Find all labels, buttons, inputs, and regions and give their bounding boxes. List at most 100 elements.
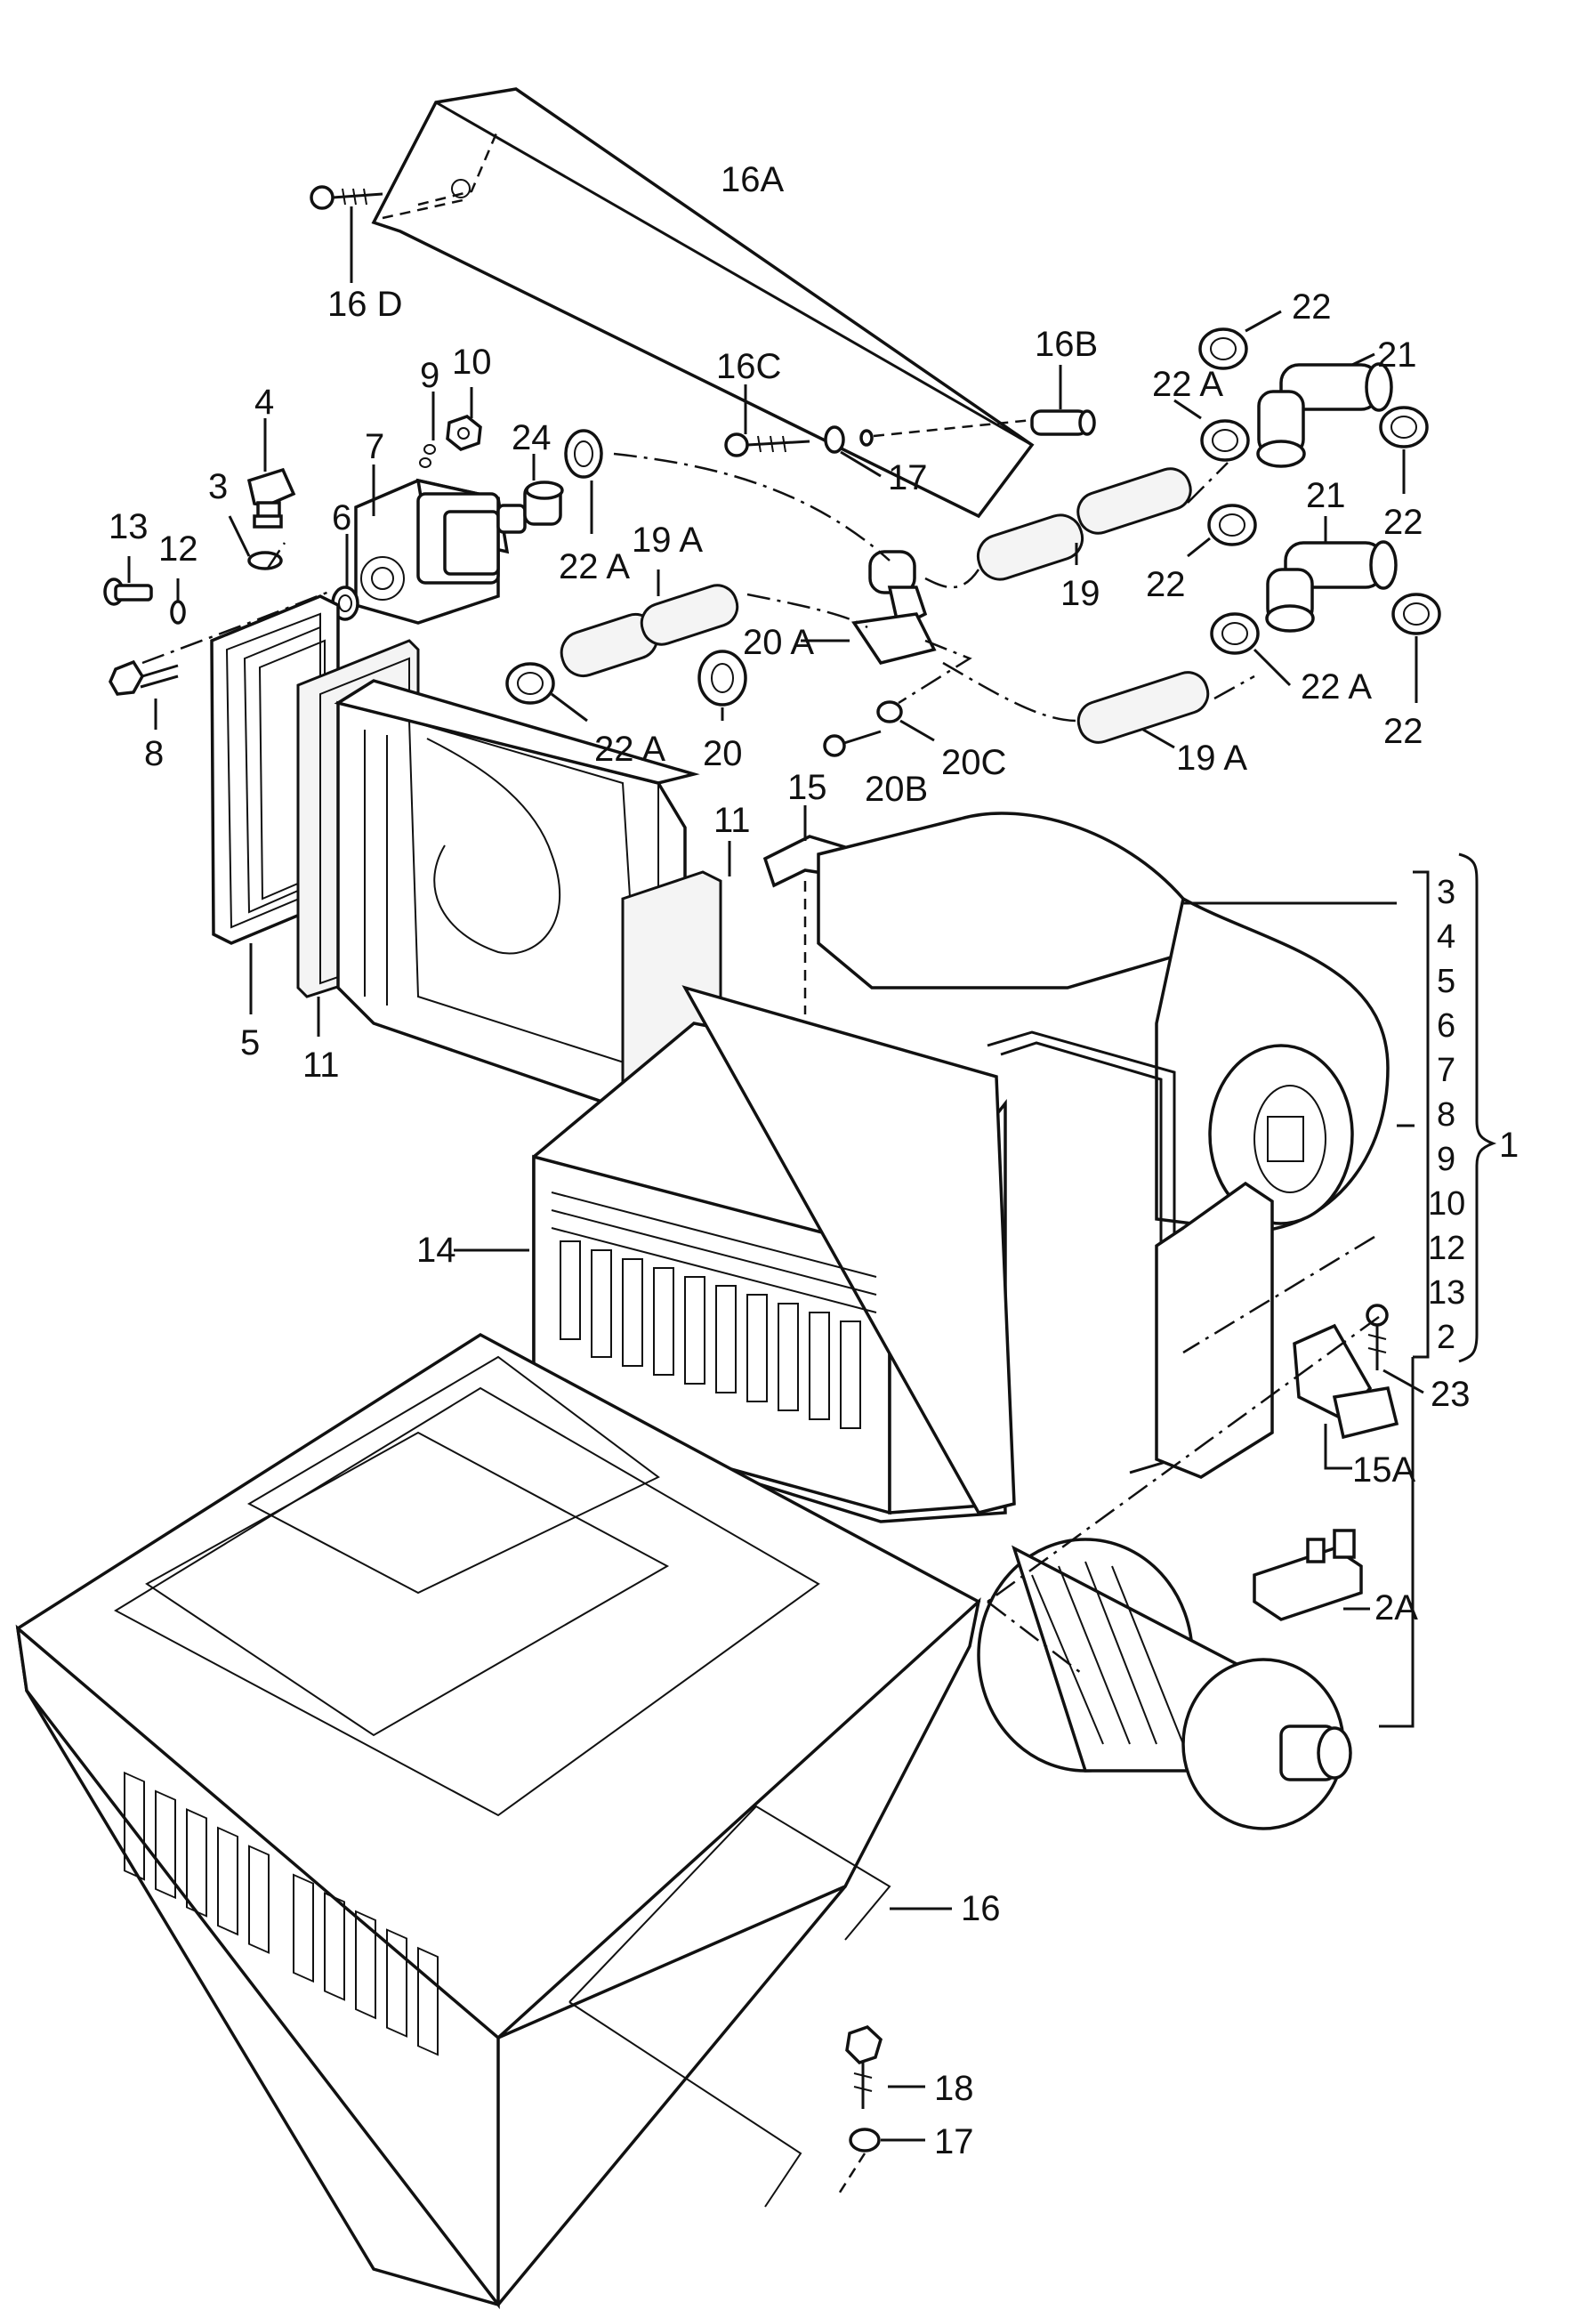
callout-3: 3	[208, 467, 228, 506]
pin-16B	[1030, 409, 1096, 436]
callout-20C: 20C	[941, 743, 1006, 782]
callout-16D: 16 D	[327, 285, 403, 324]
assembly-item: 8	[1437, 1096, 1455, 1134]
callout-16A: 16A	[721, 160, 784, 199]
callout-21-top: 21	[1377, 335, 1417, 375]
callout-1: 1	[1499, 1126, 1519, 1165]
callout-18: 18	[934, 2069, 974, 2108]
callout-17-top: 17	[888, 458, 928, 497]
callout-10: 10	[452, 343, 492, 382]
callout-19: 19	[1060, 574, 1100, 613]
callout-4: 4	[254, 383, 274, 422]
bolt-8	[109, 659, 179, 696]
washer-17-bottom	[849, 2128, 881, 2152]
assembly-bracket-1	[1183, 852, 1497, 1728]
clamp-22A-upper-left	[1200, 419, 1250, 462]
clamp-22-lower-right	[1391, 593, 1441, 635]
assembly-item: 4	[1437, 918, 1455, 956]
clamp-22-upper-top	[1198, 327, 1248, 370]
callout-5: 5	[240, 1023, 260, 1062]
callout-labels: 16A 16 D 16B 16C 17 22 21 22 A 22 21 22 …	[109, 160, 1519, 2161]
screw-16D	[310, 185, 383, 210]
seal-frame-right	[987, 1030, 1176, 1474]
resistor-2A	[1253, 1529, 1363, 1621]
callout-22A-top: 22 A	[1152, 365, 1223, 404]
callout-8: 8	[144, 734, 164, 773]
callout-20: 20	[703, 734, 743, 773]
callout-11-left: 11	[302, 1046, 340, 1085]
grommet-20	[697, 650, 747, 707]
assembly-item: 13	[1428, 1274, 1465, 1312]
plug-4	[246, 467, 296, 529]
callout-16: 16	[961, 1889, 1001, 1928]
screw-16C	[724, 425, 874, 457]
bolt-13	[103, 578, 153, 606]
assembly-item: 12	[1428, 1230, 1465, 1267]
hose-19	[976, 467, 1192, 581]
nut-10	[446, 415, 482, 451]
screw-23	[1366, 1304, 1389, 1370]
assembly-item: 2	[1437, 1319, 1455, 1356]
callout-22-top: 22	[1292, 287, 1332, 327]
callout-13: 13	[109, 507, 149, 546]
callout-6: 6	[332, 498, 351, 537]
hose-19A-right	[1076, 671, 1210, 744]
callout-20A: 20 A	[743, 623, 814, 662]
t-piece-21-lower	[1265, 540, 1398, 633]
callout-17-bottom: 17	[934, 2122, 974, 2161]
duct-cover-16A	[371, 87, 1035, 519]
callout-22-right-1: 22	[1383, 503, 1423, 542]
washer-20C	[876, 700, 903, 723]
callout-15A: 15A	[1352, 1450, 1415, 1490]
clamp-22-lower-top	[1207, 504, 1257, 546]
washer-12	[170, 600, 186, 625]
valve-7	[354, 478, 510, 625]
callout-20B: 20B	[865, 770, 928, 809]
assembly-item: 7	[1437, 1052, 1455, 1089]
assembly-item: 9	[1437, 1141, 1455, 1178]
callout-22-mid: 22	[1146, 565, 1186, 604]
callout-21-bottom: 21	[1306, 476, 1346, 515]
o-ring-3	[247, 551, 283, 570]
screw-20B	[823, 730, 882, 757]
assembly-item: 6	[1437, 1007, 1455, 1045]
callout-12: 12	[158, 529, 198, 569]
clamp-22A-lower-left	[1210, 612, 1260, 655]
clamp-22A-left-top	[564, 429, 603, 479]
callout-15: 15	[787, 768, 827, 807]
blower-outlet	[1155, 1181, 1274, 1479]
clamp-22-upper-right	[1379, 406, 1429, 448]
bracket-20A	[851, 550, 937, 665]
blower-motor	[977, 1538, 1352, 1830]
assembly-item: 10	[1428, 1185, 1465, 1223]
assembly-item: 3	[1437, 874, 1455, 911]
callout-24: 24	[512, 418, 552, 457]
callout-19A-left: 19 A	[632, 521, 703, 560]
callout-16C: 16C	[716, 347, 781, 386]
callout-19A-right: 19 A	[1176, 739, 1247, 778]
callout-22A-bottom: 22 A	[594, 730, 665, 769]
assembly-list: 3 4 5 6 7 8 9 10 12 13 2	[1428, 874, 1465, 1356]
bottom-cover-16-vents	[124, 1771, 439, 2056]
callout-11-right: 11	[713, 801, 751, 840]
callout-9: 9	[420, 356, 439, 395]
hose-19A-left	[560, 584, 739, 678]
clamp-22A-left-bottom	[505, 662, 555, 705]
callout-16B: 16B	[1035, 325, 1098, 364]
assembly-item: 5	[1437, 963, 1455, 1000]
callout-22-right-2: 22	[1383, 712, 1423, 751]
connector-24	[496, 481, 564, 534]
housing-14-vents	[560, 1240, 861, 1429]
callout-23: 23	[1431, 1375, 1471, 1414]
callout-22A-left: 22 A	[559, 547, 630, 586]
screw-18	[845, 2024, 883, 2109]
callout-2A: 2A	[1374, 1588, 1418, 1628]
bracket-15A	[1293, 1323, 1399, 1440]
callout-14: 14	[416, 1231, 456, 1270]
t-piece-21-upper	[1256, 362, 1393, 468]
washer-9	[419, 444, 436, 468]
callout-7: 7	[365, 427, 384, 466]
bottom-cover-16	[15, 1332, 981, 2310]
callout-22A-mid: 22 A	[1301, 667, 1372, 707]
